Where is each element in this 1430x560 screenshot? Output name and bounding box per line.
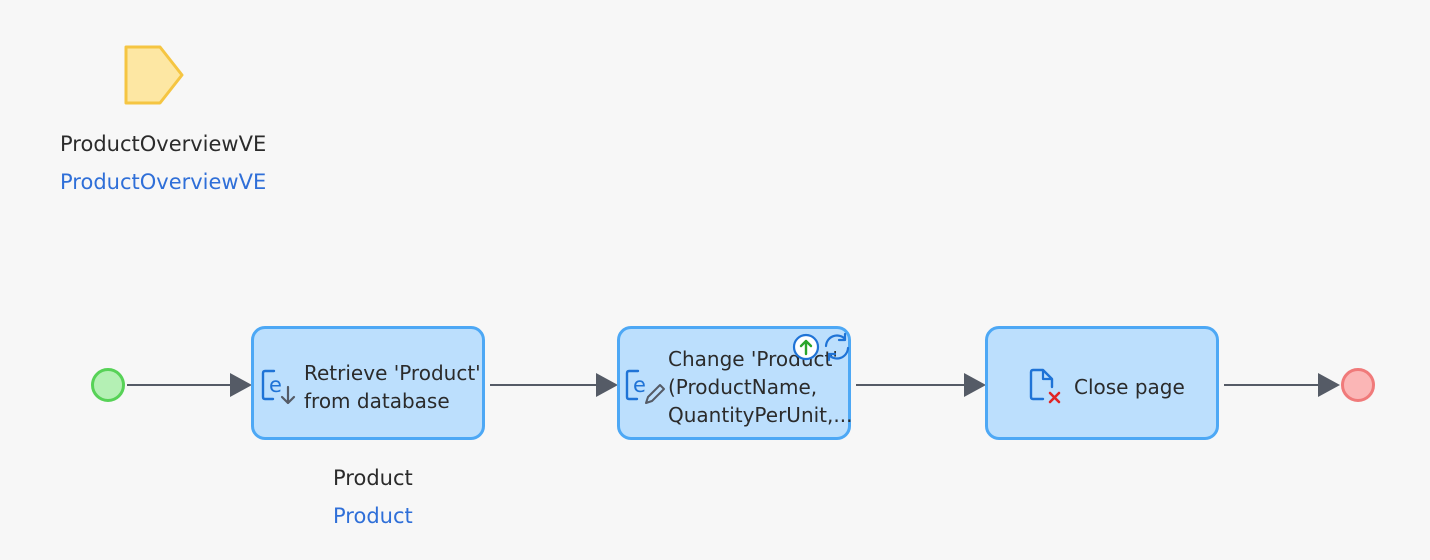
svg-text:e: e [269, 373, 282, 397]
activity-change-product[interactable]: e Change 'Product' (ProductName, Quantit… [617, 326, 853, 440]
flow-change-to-close[interactable] [856, 373, 986, 397]
parameter-type[interactable]: ProductOverviewVE [60, 170, 267, 194]
parameter-icon[interactable] [122, 44, 186, 108]
svg-text:e: e [633, 373, 646, 397]
activity-retrieve-product[interactable]: e Retrieve 'Product' from database [251, 326, 485, 440]
close-page-icon [1029, 368, 1061, 404]
activity-close-label: Close page [1074, 375, 1185, 399]
flow-close-to-end[interactable] [1224, 373, 1340, 397]
activity-change-label: Change 'Product' (ProductName, QuantityP… [668, 347, 853, 427]
flow-start-to-retrieve[interactable] [127, 373, 252, 397]
refresh-icon [824, 332, 850, 362]
activity-retrieve-label: Retrieve 'Product' from database [304, 361, 481, 413]
retrieve-output-name: Product [333, 466, 413, 490]
flow-retrieve-to-change[interactable] [490, 373, 618, 397]
retrieve-object-icon: e [261, 369, 296, 405]
change-object-icon: e [625, 369, 665, 404]
start-event[interactable] [91, 368, 125, 402]
end-event[interactable] [1341, 368, 1375, 402]
parameter-name: ProductOverviewVE [60, 132, 267, 156]
retrieve-output-type[interactable]: Product [333, 504, 413, 528]
activity-close-page[interactable]: Close page [985, 326, 1219, 440]
commit-icon [792, 333, 820, 361]
